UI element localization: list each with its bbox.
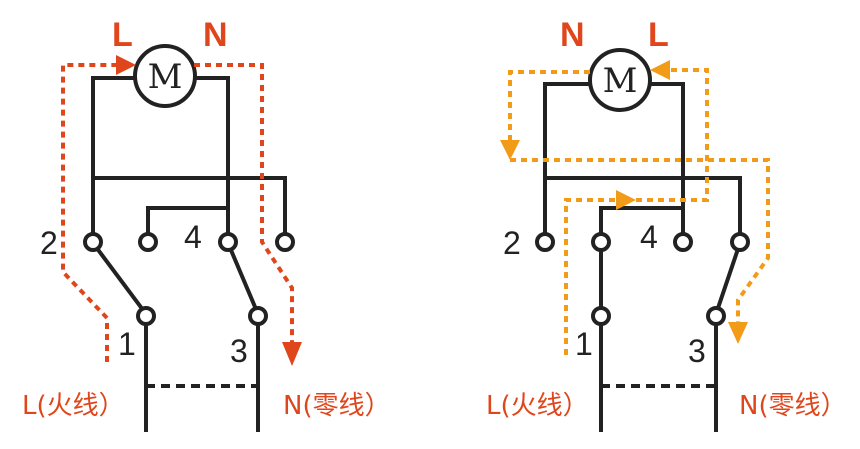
left-num-1: 1 [118, 326, 136, 362]
right-motor: M [588, 48, 652, 112]
right-label-l: L [648, 16, 669, 54]
left-motor-symbol: M [148, 57, 183, 97]
left-motor: M [133, 44, 197, 108]
left-terminal-1 [136, 306, 156, 326]
right-terminal-right [730, 232, 750, 252]
right-live-label: L(火线） [486, 391, 589, 421]
right-num-2: 2 [503, 225, 521, 261]
left-label-n: N [203, 16, 228, 54]
left-terminal-4 [218, 232, 238, 252]
left-terminal-2 [83, 232, 103, 252]
left-num-3: 3 [230, 333, 248, 369]
right-num-3: 3 [688, 333, 706, 369]
left-current-path [61, 55, 302, 366]
right-diagram: N L M 2 4 1 3 [486, 16, 847, 432]
left-label-l: L [112, 16, 133, 54]
right-terminal-2 [535, 232, 555, 252]
left-black-wiring [90, 76, 287, 432]
right-terminal-3 [706, 306, 726, 326]
left-num-2: 2 [40, 225, 58, 261]
right-neutral-label: N(零线） [739, 391, 847, 421]
right-terminal-4 [673, 232, 693, 252]
right-motor-symbol: M [603, 61, 638, 101]
right-label-n: N [560, 16, 585, 54]
left-terminal-3 [248, 306, 268, 326]
right-num-1: 1 [575, 326, 593, 362]
left-diagram: L N M 2 4 1 3 [22, 16, 391, 432]
left-terminal-right [275, 232, 295, 252]
right-terminal-1 [591, 306, 611, 326]
right-black-wiring [543, 82, 743, 432]
right-num-4: 4 [640, 219, 658, 255]
left-num-4: 4 [184, 219, 202, 255]
left-live-label: L(火线） [22, 391, 125, 421]
left-terminal-blank [138, 232, 158, 252]
right-current-path [500, 60, 770, 355]
left-neutral-label: N(零线） [283, 391, 391, 421]
right-terminal-blank [591, 232, 611, 252]
